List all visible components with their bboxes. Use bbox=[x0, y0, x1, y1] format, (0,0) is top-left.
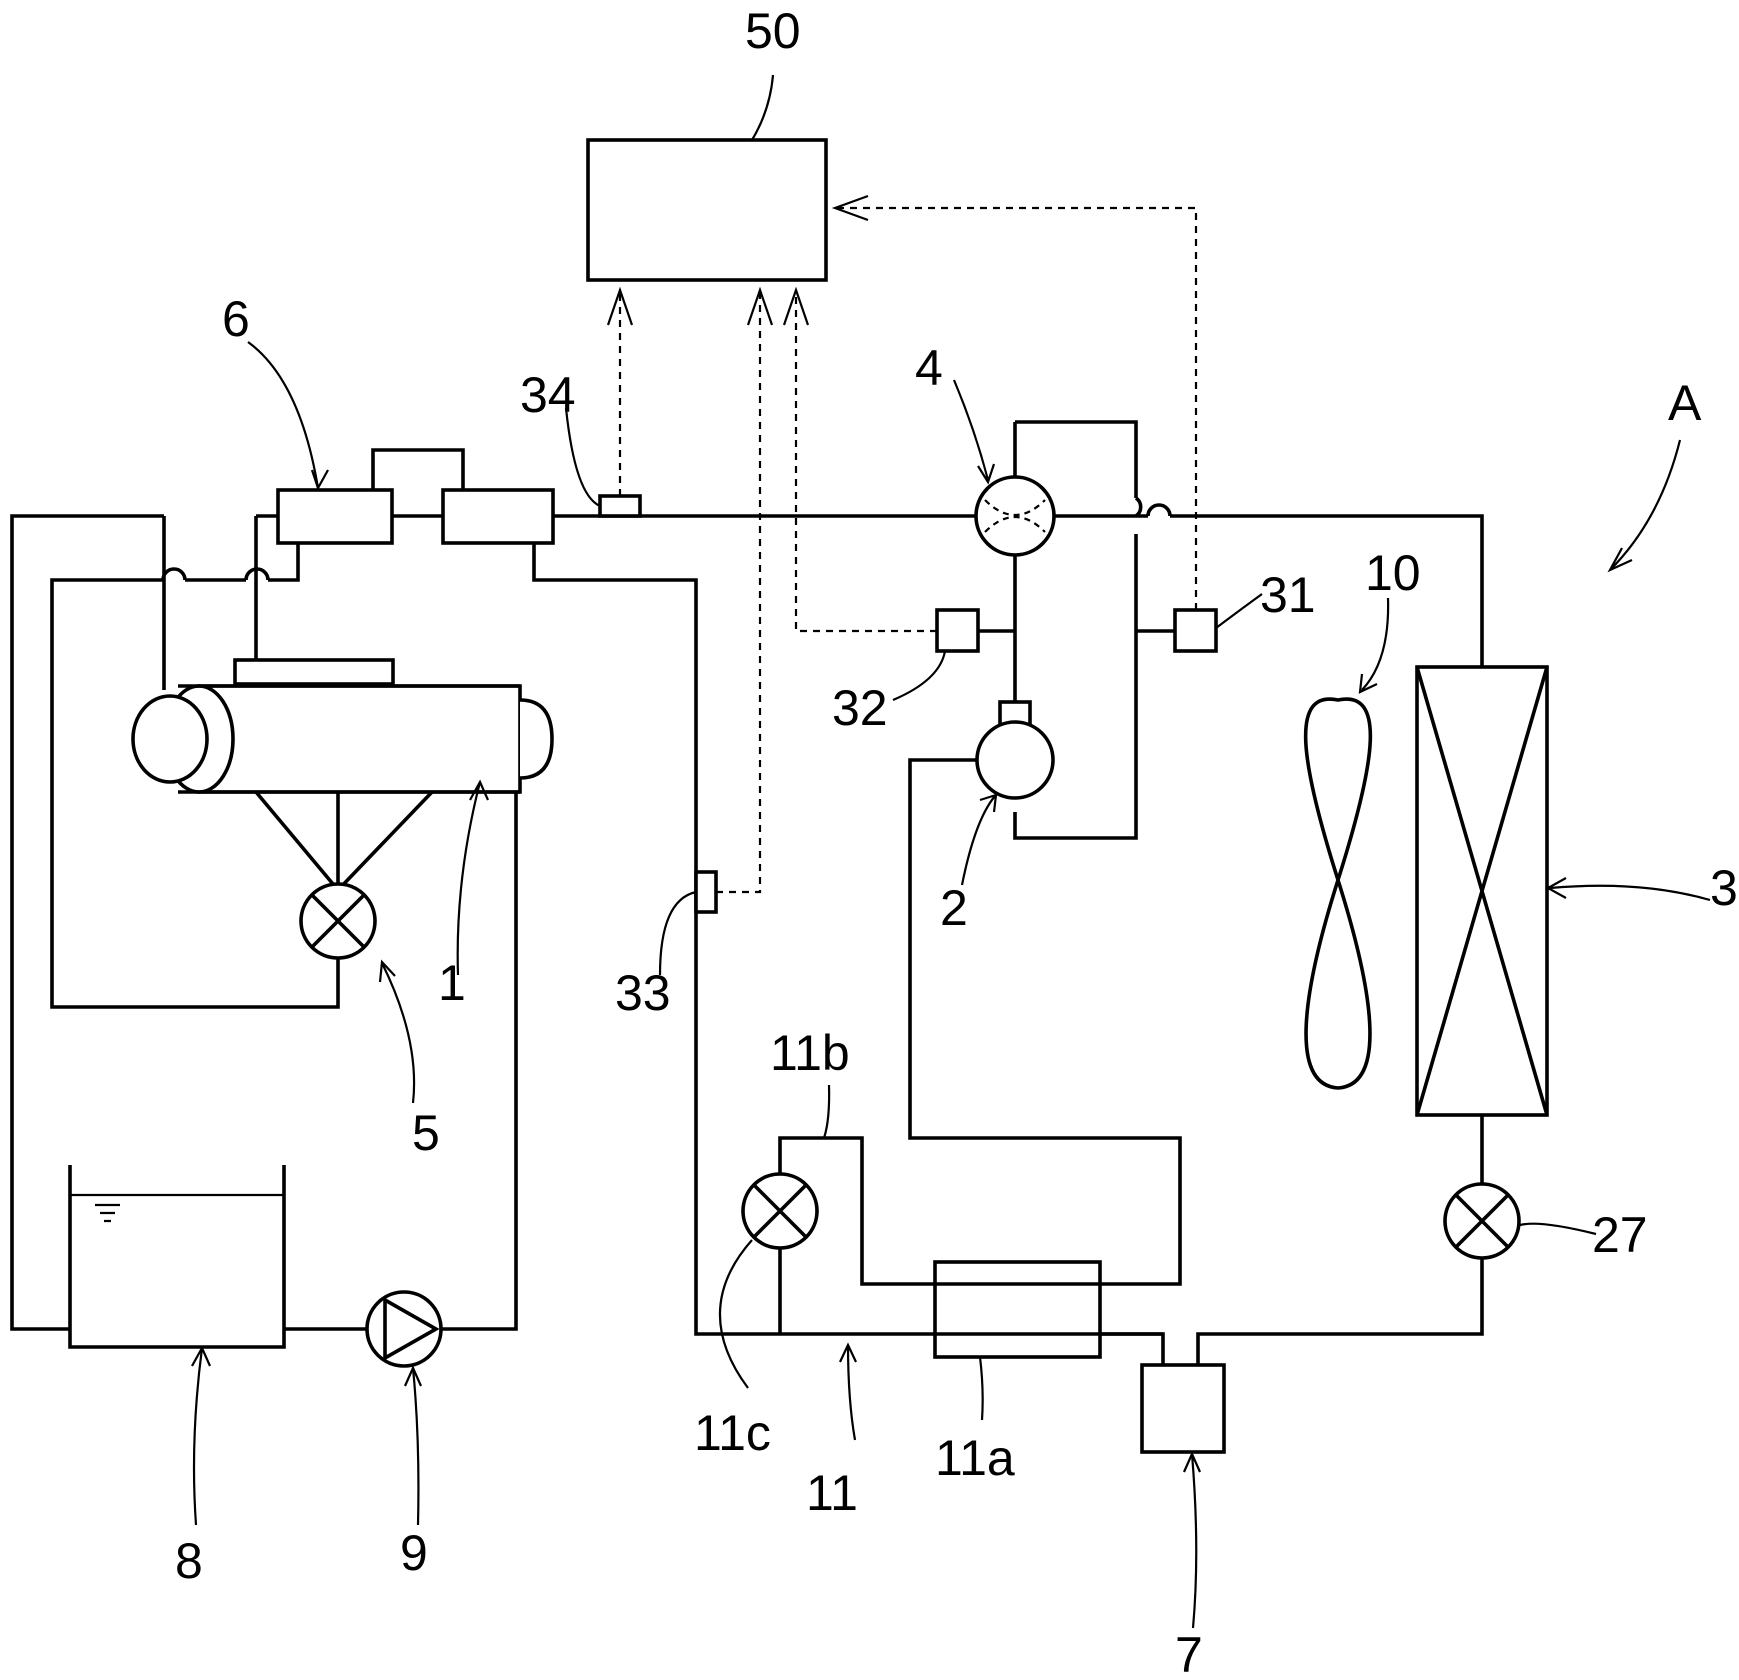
label-11a: 11a bbox=[935, 1430, 1015, 1486]
receiver-7 bbox=[1140, 1363, 1226, 1454]
label-5: 5 bbox=[412, 1105, 440, 1161]
label-34: 34 bbox=[520, 367, 576, 423]
heat-recovery-box-right bbox=[441, 488, 555, 545]
sensor-32-box bbox=[935, 608, 980, 653]
pump-9 bbox=[365, 1290, 443, 1368]
signal-lines bbox=[606, 194, 1198, 894]
label-a: A bbox=[1668, 375, 1702, 431]
label-32: 32 bbox=[832, 680, 888, 736]
label-4: 4 bbox=[915, 340, 943, 396]
label-27: 27 bbox=[1592, 1207, 1648, 1263]
label-50: 50 bbox=[745, 3, 801, 59]
label-10: 10 bbox=[1365, 545, 1421, 601]
controller-box bbox=[586, 138, 828, 282]
label-11c: 11c bbox=[694, 1405, 771, 1461]
expansion-valve-5 bbox=[299, 882, 377, 960]
sensor-33-box bbox=[694, 870, 718, 914]
label-6: 6 bbox=[222, 291, 250, 347]
label-7: 7 bbox=[1175, 1627, 1203, 1680]
heat-exchanger-1 bbox=[131, 658, 554, 892]
sensor-34-box bbox=[598, 494, 642, 518]
label-11: 11 bbox=[806, 1465, 858, 1521]
label-1: 1 bbox=[438, 955, 466, 1011]
label-3: 3 bbox=[1710, 860, 1738, 916]
heat-exchanger-3 bbox=[1415, 665, 1549, 1117]
sensor-31-box bbox=[1173, 608, 1218, 653]
expansion-valve-27 bbox=[1443, 1182, 1521, 1260]
label-33: 33 bbox=[615, 965, 671, 1021]
label-2: 2 bbox=[940, 880, 968, 936]
label-8: 8 bbox=[175, 1533, 203, 1589]
four-way-valve-4 bbox=[974, 475, 1056, 557]
fan-10 bbox=[1303, 697, 1373, 1090]
heat-recovery-box-left bbox=[276, 488, 394, 545]
expansion-valve-11c bbox=[741, 1172, 819, 1250]
label-11b: 11b bbox=[770, 1025, 850, 1081]
compressor-2 bbox=[975, 700, 1055, 800]
label-31: 31 bbox=[1260, 567, 1316, 623]
heat-exchanger-11a bbox=[933, 1260, 1102, 1359]
reference-labels: 50 6 34 4 A 31 10 32 1 2 3 33 5 11b 27 8… bbox=[175, 3, 1738, 1680]
tank-8 bbox=[68, 1165, 286, 1349]
leader-lines bbox=[191, 74, 1711, 1629]
label-9: 9 bbox=[400, 1525, 428, 1581]
